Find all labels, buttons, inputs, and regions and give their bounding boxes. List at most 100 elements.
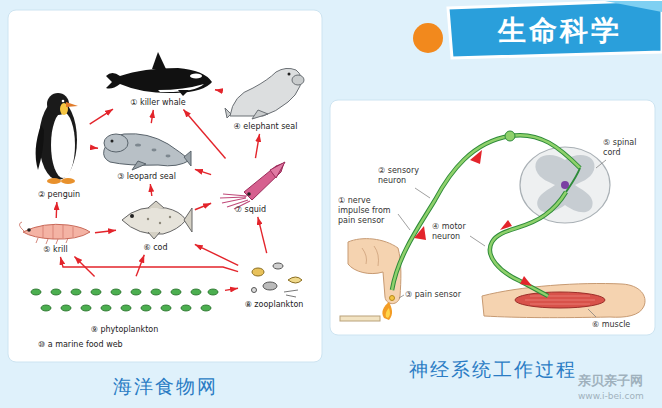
neuron-path (392, 135, 580, 290)
phytoplankton-picture (71, 289, 81, 295)
spinal-cord-picture (520, 147, 610, 223)
elephant-seal-picture (225, 108, 231, 118)
food-chain-arrow (90, 147, 98, 149)
organism-label: ③ leopard seal (117, 172, 176, 182)
food-chain-arrow (150, 184, 152, 196)
title-banner (413, 0, 662, 58)
penguin-picture (61, 178, 75, 184)
phytoplankton-picture (41, 305, 51, 311)
title-banner (448, 0, 662, 58)
zooplankton-picture (263, 282, 277, 290)
leopard-seal-picture (132, 161, 146, 170)
page-title: 生命科学 (498, 12, 622, 50)
food-chain-arrow (195, 244, 238, 265)
food-chain-arrow (151, 110, 153, 123)
label-slot: ⑥ muscle (592, 320, 637, 330)
label-slot: ④ motor neuron (432, 222, 478, 242)
squid-picture (244, 163, 284, 200)
penguin-picture (47, 178, 61, 184)
title-slot: 生命科学 (462, 8, 657, 54)
phytoplankton-picture (131, 289, 141, 295)
phytoplankton-picture (208, 289, 218, 295)
squid-picture (270, 162, 285, 178)
part-label: ① nerve impulse from pain sensor (338, 196, 400, 226)
penguin-picture (66, 102, 78, 107)
panel-ground (330, 100, 655, 335)
phytoplankton-picture (151, 289, 161, 295)
phytoplankton-picture (81, 305, 91, 311)
title-banner (413, 23, 443, 53)
phytoplankton-picture (171, 289, 181, 295)
penguin-picture (51, 112, 75, 178)
label-slot: ① nerve impulse from pain sensor (338, 196, 400, 226)
food-web-panel: 海洋食物网① killer whale② penguin③ leopard se… (8, 10, 322, 362)
animal-node: ⑧ zooplankton (240, 255, 308, 310)
zooplankton-picture (273, 263, 283, 269)
arm-picture (515, 292, 605, 308)
food-chain-arrow (255, 134, 259, 158)
phytoplankton-picture (201, 305, 211, 311)
leopard-seal-picture (152, 149, 157, 152)
phytoplankton-picture (191, 289, 201, 295)
candle-picture (386, 308, 390, 318)
neuron-path (390, 296, 395, 301)
spinal-cord-picture (535, 155, 594, 212)
killer-whale-picture (106, 68, 212, 93)
hand-picture (362, 246, 379, 266)
candle-picture (340, 302, 392, 321)
leopard-seal-picture (135, 143, 141, 146)
elephant-seal-picture (225, 68, 304, 119)
zooplankton-picture (252, 268, 264, 276)
leopard-seal-picture (104, 134, 128, 152)
candle-picture (382, 302, 392, 320)
spinal-cord-picture (520, 147, 610, 223)
food-chain-arrow (95, 230, 116, 233)
neuron-path (390, 131, 581, 301)
panel-ground (8, 10, 655, 362)
watermark: 亲贝亲子网 (578, 373, 658, 389)
candle-picture (340, 316, 380, 321)
krill-picture (43, 224, 73, 239)
killer-whale-picture (178, 90, 189, 96)
cod-picture (169, 216, 171, 218)
arm-picture (482, 284, 645, 318)
organism-label: ⑥ cod (143, 243, 167, 253)
food-chain-arrow (215, 90, 221, 91)
hand-picture (348, 239, 401, 304)
nervous-system-art (340, 131, 645, 321)
squid-picture (247, 192, 251, 196)
leader-line (470, 236, 485, 246)
animal-node: ⑤ krill (18, 220, 93, 255)
part-label: ③ pain sensor (405, 290, 471, 300)
organism-label: ⑨ phytoplankton (91, 325, 159, 335)
food-chain-arrow (56, 202, 58, 218)
phytoplankton-picture (161, 305, 171, 311)
part-label: ⑥ muscle (592, 320, 637, 330)
cod-picture (122, 207, 186, 234)
animal-node: ② penguin (30, 88, 88, 200)
krill-picture (19, 222, 90, 244)
killer-whale-picture (152, 52, 166, 69)
leopard-seal-picture (184, 151, 191, 166)
food-chain-arrow (90, 109, 113, 124)
panel-caption: 海洋食物网 (8, 374, 322, 398)
animal-node: ① killer whale (103, 52, 213, 108)
cod-picture (122, 201, 192, 239)
neuron-path (490, 192, 566, 296)
neuron-path (490, 192, 566, 296)
food-chain-arrow (74, 256, 94, 276)
phytoplankton-picture (91, 289, 101, 295)
phytoplankton-picture (141, 305, 151, 311)
zooplankton-picture (252, 288, 257, 293)
leopard-seal-picture (104, 134, 191, 170)
leader-line (588, 309, 596, 317)
organism-label: ⑤ krill (43, 245, 67, 255)
food-chain-arrow (225, 288, 238, 290)
impulse-arrow (500, 220, 512, 230)
cod-picture (148, 201, 164, 239)
neuron-path (505, 131, 515, 141)
penguin-picture (36, 125, 44, 170)
cod-picture (159, 222, 161, 224)
